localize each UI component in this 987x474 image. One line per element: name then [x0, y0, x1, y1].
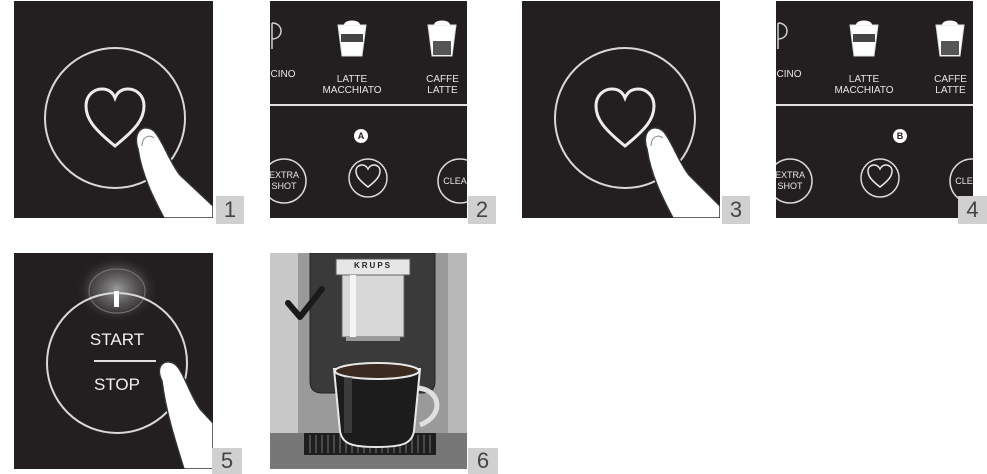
panel-1-favorite-press [14, 1, 213, 218]
caffe-latte-label-2: LATTE [415, 85, 467, 96]
cappuccino-label: CINO [776, 69, 804, 80]
start-label: START [77, 330, 157, 350]
favorites-button [861, 159, 899, 197]
extra-shot-label-2: SHOT [270, 181, 314, 191]
latte-macchiato-label-2: MACCHIATO [834, 85, 894, 96]
latte-macchiato-glass-icon [850, 21, 878, 57]
finger-icon [645, 128, 720, 218]
step-number-6: 6 [468, 448, 498, 474]
extra-shot-label-1: EXTRA [776, 170, 820, 180]
step-number-4: 4 [958, 196, 987, 224]
panel-4-menu-b: CINO LATTE MACCHIATO CAFFE LATTE B EXTRA… [776, 1, 973, 218]
extra-shot-label-2: SHOT [776, 181, 820, 191]
marker-a: A [354, 129, 368, 143]
clean-label: CLEA [440, 176, 467, 186]
caffe-latte-glass-icon [936, 21, 964, 57]
caffe-latte-label-1: CAFFE [923, 74, 973, 85]
step-number-1: 1 [216, 196, 244, 224]
step-number-3: 3 [722, 196, 750, 224]
latte-macchiato-label-1: LATTE [322, 74, 382, 85]
panel-6-coffee-served: KRUPS [270, 253, 467, 469]
heart-icon [86, 89, 144, 146]
panel-5-start-stop: START STOP [14, 253, 213, 469]
finger-icon [136, 128, 213, 218]
step-number-5: 5 [212, 448, 242, 474]
favorite-button-graphic [14, 1, 213, 218]
favorites-button [349, 159, 387, 197]
caffe-latte-glass-icon [428, 21, 456, 57]
step-number-2: 2 [468, 196, 496, 224]
brand-label: KRUPS [336, 261, 410, 270]
heart-icon [356, 165, 380, 187]
caffe-latte-label-1: CAFFE [415, 74, 467, 85]
caffe-latte-label-2: LATTE [923, 85, 973, 96]
latte-macchiato-label-2: MACCHIATO [322, 85, 382, 96]
heart-icon [868, 165, 892, 187]
panel-3-favorite-press [522, 1, 720, 218]
latte-macchiato-label-1: LATTE [834, 74, 894, 85]
marker-b: B [893, 129, 907, 143]
extra-shot-label-1: EXTRA [270, 170, 314, 180]
latte-macchiato-glass-icon [338, 21, 366, 57]
start-stop-divider [94, 360, 156, 362]
coffee-machine-graphic [270, 253, 467, 469]
clean-label: CLEA [952, 176, 973, 186]
panel-2-menu-a: CINO LATTE MACCHIATO CAFFE LATTE A EXTRA… [270, 1, 467, 218]
favorite-button-graphic [522, 1, 720, 218]
cappuccino-label: CINO [270, 69, 298, 80]
stop-label: STOP [77, 375, 157, 395]
